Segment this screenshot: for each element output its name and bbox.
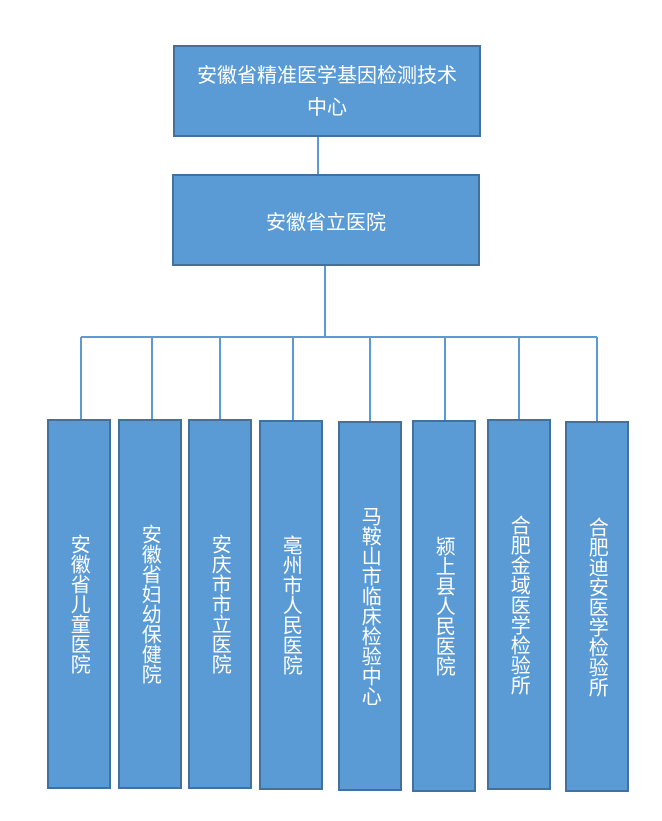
hub-node: 安徽省立医院	[172, 174, 480, 266]
member-node-3: 安庆市市立医院	[188, 419, 252, 789]
member-node-4: 亳州市人民医院	[259, 420, 323, 790]
member-node-2: 安徽省妇幼保健院	[118, 419, 182, 789]
member-node-label: 颍上县人民医院	[432, 536, 457, 676]
member-node-label: 合肥金域医学检验所	[507, 514, 532, 695]
hub-node-label: 安徽省立医院	[266, 209, 386, 234]
member-node-label: 安徽省妇幼保健院	[138, 524, 163, 684]
member-node-label: 安庆市市立医院	[208, 534, 233, 674]
member-node-7: 合肥金域医学检验所	[487, 419, 551, 790]
member-node-1: 安徽省儿童医院	[47, 419, 111, 789]
member-node-5: 马鞍山市临床检验中心	[338, 421, 402, 791]
member-node-8: 合肥迪安医学检验所	[565, 421, 629, 792]
member-node-label: 合肥迪安医学检验所	[585, 516, 610, 697]
root-node: 安徽省精准医学基因检测技术中心	[173, 45, 481, 137]
member-node-6: 颍上县人民医院	[412, 420, 476, 792]
member-node-label: 马鞍山市临床检验中心	[358, 506, 383, 706]
member-node-label: 安徽省儿童医院	[67, 534, 92, 674]
root-node-label: 安徽省精准医学基因检测技术中心	[197, 63, 457, 119]
member-node-label: 亳州市人民医院	[279, 535, 304, 675]
